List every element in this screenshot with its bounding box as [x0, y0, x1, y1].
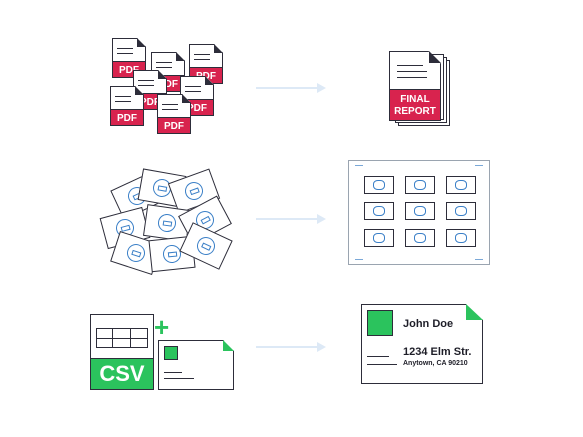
pdf-file-icon: PDF — [112, 38, 146, 78]
final-report-line1: FINAL — [400, 94, 430, 105]
pdf-label: PDF — [157, 117, 191, 134]
csv-label: CSV — [90, 358, 154, 390]
stamp-square — [367, 310, 393, 336]
address-city: Anytown, CA 90210 — [403, 360, 468, 367]
blank-card-icon — [158, 340, 234, 390]
csv-file-icon: CSV — [90, 314, 154, 390]
arrow-right-icon — [256, 83, 326, 93]
address-name: John Doe — [403, 318, 454, 330]
arrow-right-icon — [256, 214, 326, 224]
plus-icon: + — [154, 312, 170, 342]
pdf-file-icon: PDF — [157, 94, 191, 134]
addressed-card: John Doe 1234 Elm Str. Anytown, CA 90210 — [361, 304, 483, 384]
final-report-line2: REPORT — [394, 106, 436, 117]
address-street: 1234 Elm Str. — [403, 346, 472, 358]
pdf-label: PDF — [110, 109, 144, 126]
arrow-right-icon — [256, 342, 326, 352]
pdf-file-icon: PDF — [110, 86, 144, 126]
